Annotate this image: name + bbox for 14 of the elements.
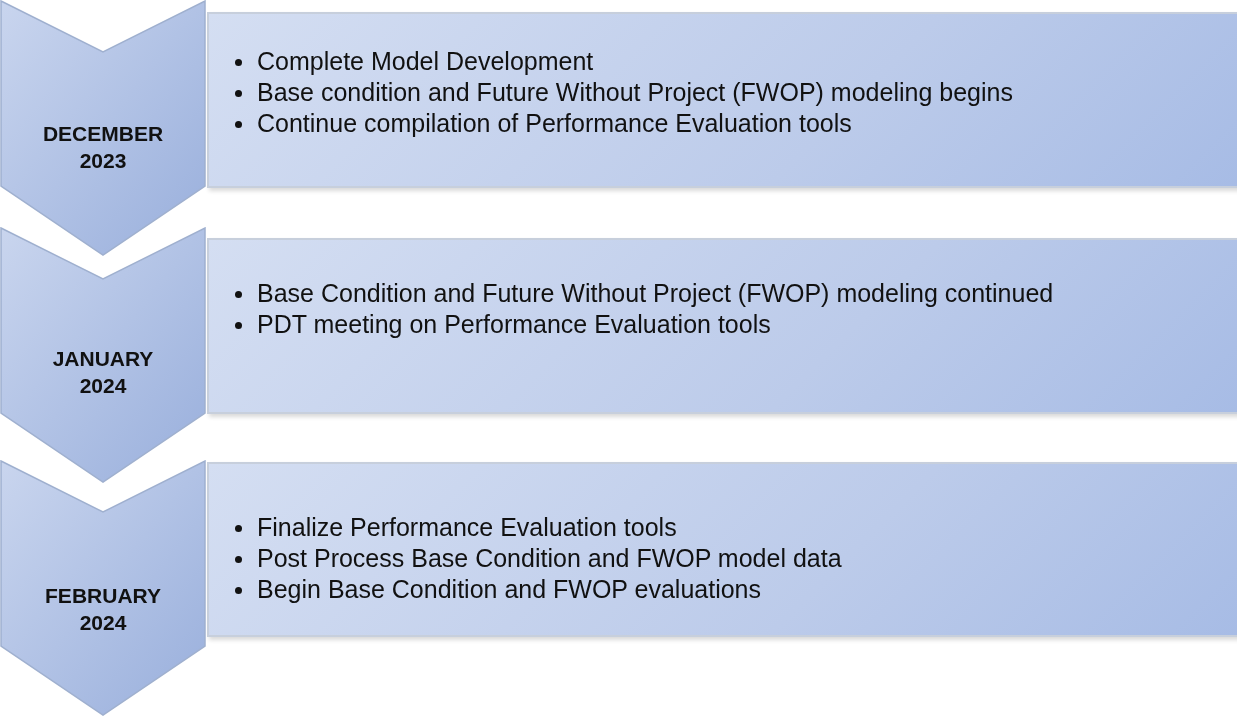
task-text: Complete Model Development — [257, 47, 594, 75]
task-text: Base condition and Future Without Project (FWOP) modeling begins — [257, 78, 1013, 106]
task-text: PDT meeting on Performance Evaluation tools — [257, 310, 771, 338]
task-text: Post Process Base Condition and FWOP model data — [257, 544, 842, 572]
month-label: JANUARY 2024 — [51, 346, 155, 399]
month-label: DECEMBER 2023 — [41, 121, 165, 174]
task-text: Begin Base Condition and FWOP evaluations — [257, 575, 761, 603]
task-text: Base Condition and Future Without Project (FWOP) modeling continued — [257, 279, 1054, 307]
month-banner — [0, 460, 206, 716]
month-banner — [0, 0, 206, 256]
month-label: FEBRUARY 2024 — [44, 583, 162, 636]
month-banner — [0, 227, 206, 483]
task-text: Finalize Performance Evaluation tools — [257, 513, 677, 541]
task-text: Continue compilation of Performance Evaluation tools — [257, 109, 852, 137]
